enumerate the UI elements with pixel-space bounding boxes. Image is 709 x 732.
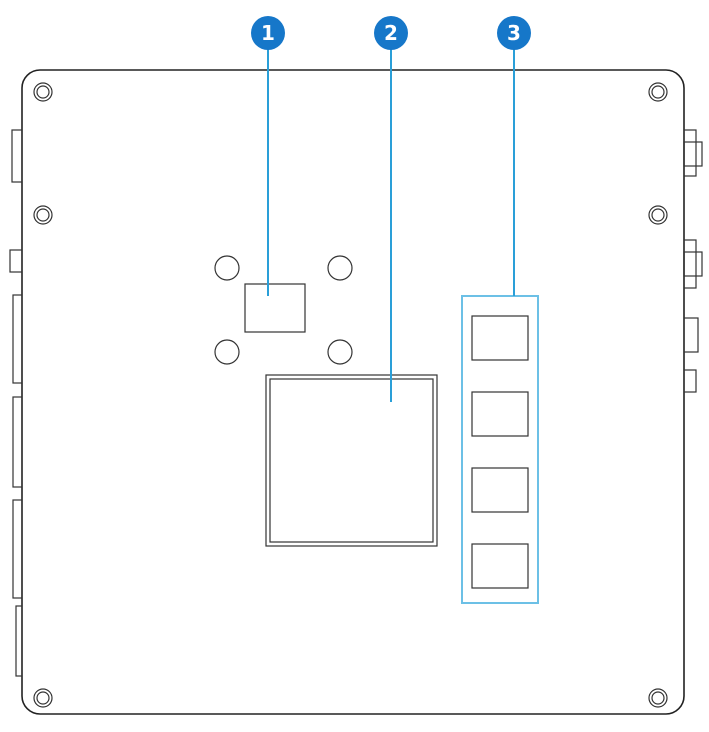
callout-label-2: 2	[384, 21, 398, 45]
memory-slot	[471, 467, 529, 513]
mount-hole	[327, 339, 353, 365]
screw-hole-icon	[33, 688, 53, 708]
right-port-mid	[683, 239, 697, 289]
right-port-c	[683, 317, 699, 353]
left-port-small	[9, 249, 23, 273]
mount-hole	[214, 255, 240, 281]
left-port-bottom	[15, 605, 23, 677]
callout-badge-2: 2	[374, 16, 408, 50]
board-outline	[21, 69, 685, 715]
memory-slot	[471, 391, 529, 437]
component-2-inner	[269, 378, 434, 543]
left-port-top	[11, 129, 23, 183]
right-port-top	[683, 129, 697, 177]
memory-slot	[471, 543, 529, 589]
callout-badge-3: 3	[497, 16, 531, 50]
memory-slot-icon	[471, 315, 529, 589]
callout-label-1: 1	[261, 21, 275, 45]
screw-hole-icon	[33, 205, 53, 225]
component-1-square	[244, 283, 306, 333]
screw-hole-icon	[33, 82, 53, 102]
left-port-a	[12, 294, 23, 384]
screw-hole-icon	[648, 688, 668, 708]
mount-hole	[327, 255, 353, 281]
component-3-highlight	[461, 295, 539, 604]
callout-label-3: 3	[507, 21, 521, 45]
component-1-mount	[214, 255, 353, 365]
right-port-mid-inner	[683, 251, 703, 277]
chip-icon	[265, 374, 438, 547]
screw-holes	[33, 82, 668, 708]
left-port-b	[12, 396, 23, 488]
left-ports	[9, 129, 23, 677]
right-port-top-inner	[683, 141, 703, 167]
callout-badge-1: 1	[251, 16, 285, 50]
mount-hole	[214, 339, 240, 365]
screw-hole-icon	[648, 82, 668, 102]
screw-hole-icon	[648, 205, 668, 225]
right-port-d	[683, 369, 697, 393]
component-2-outer	[265, 374, 438, 547]
right-ports	[683, 129, 703, 393]
left-port-c	[12, 499, 23, 599]
memory-slot	[471, 315, 529, 361]
